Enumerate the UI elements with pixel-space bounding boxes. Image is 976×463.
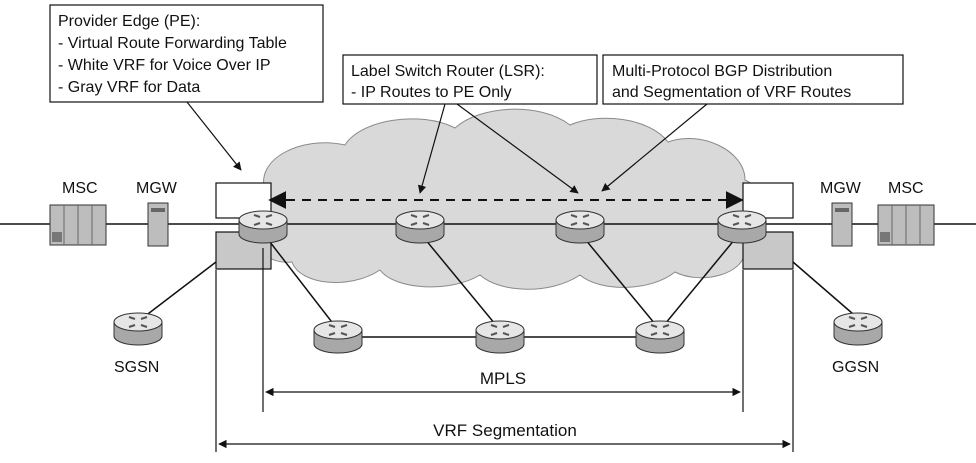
callout-lsr-line: - IP Routes to PE Only	[351, 84, 512, 101]
router-icon	[717, 210, 767, 244]
msc-left-label: MSC	[62, 180, 98, 197]
mpls-dimension: MPLS	[262, 248, 744, 412]
router-icon	[635, 320, 685, 354]
router-icon	[395, 210, 445, 244]
vrf-segmentation-dimension: VRF Segmentation	[215, 270, 794, 452]
mgw-left-label: MGW	[136, 180, 178, 197]
callout-pe-line: - Gray VRF for Data	[58, 79, 200, 96]
callout-bgp: Multi-Protocol BGP Distribution and Segm…	[601, 54, 904, 192]
callout-pe-line: Provider Edge (PE):	[58, 13, 200, 30]
router-icon	[555, 210, 605, 244]
msc-right-label: MSC	[888, 180, 924, 197]
mgw-server-icon	[147, 202, 169, 247]
vrf-band-right	[742, 182, 794, 270]
ggsn-label: GGSN	[832, 359, 879, 376]
callout-pe: Provider Edge (PE): - Virtual Route Forw…	[49, 4, 324, 171]
vrf-segmentation-label: VRF Segmentation	[433, 421, 577, 440]
callout-bgp-line: Multi-Protocol BGP Distribution	[612, 63, 832, 80]
network-links	[139, 232, 861, 338]
router-icon	[475, 320, 525, 354]
mpls-label: MPLS	[480, 369, 526, 388]
sgsn-label: SGSN	[114, 359, 159, 376]
router-icon	[313, 320, 363, 354]
msc-switch-icon	[49, 204, 107, 246]
mgw-right-label: MGW	[820, 180, 862, 197]
callout-lsr: Label Switch Router (LSR): - IP Routes t…	[342, 54, 598, 194]
callout-pe-line: - Virtual Route Forwarding Table	[58, 35, 287, 52]
router-icon	[238, 210, 288, 244]
callout-lsr-line: Label Switch Router (LSR):	[351, 63, 545, 80]
router-icon	[113, 312, 163, 346]
router-icon	[833, 312, 883, 346]
mgw-server-icon	[831, 202, 853, 247]
callout-pe-line: - White VRF for Voice Over IP	[58, 57, 271, 74]
callout-bgp-line: and Segmentation of VRF Routes	[612, 84, 851, 101]
msc-switch-icon	[877, 204, 935, 246]
